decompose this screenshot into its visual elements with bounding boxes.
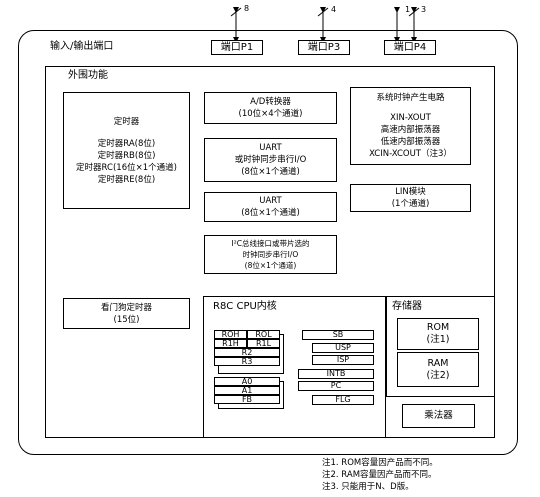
reg-pc: PC xyxy=(298,381,374,391)
note-2: 注2. RAM容量因产品而不同。 xyxy=(322,470,437,480)
i2c-box: I²C总线接口或带片选的 时钟同步串行I/O (8位×1个通道) xyxy=(204,235,337,274)
multiplier-label: 乘法器 xyxy=(424,410,453,421)
reg-sb: SB xyxy=(302,330,374,340)
lin-spec: (1个通道) xyxy=(391,199,430,209)
uart-sync-spec: (8位×1个通道) xyxy=(241,167,300,177)
timer-rc: 定时器RC(16位×1个通道) xyxy=(76,162,177,173)
reg-a0: A0 xyxy=(214,377,280,386)
bus-arrows xyxy=(230,7,420,43)
clock-high-speed-osc: 高速内部振荡器 xyxy=(380,125,441,135)
note-3: 注3. 只能用于N、D版。 xyxy=(322,482,414,492)
p4-bus-slash xyxy=(408,7,420,17)
reg-a1: A1 xyxy=(214,386,280,395)
p4-bus-width-a: 1 xyxy=(405,5,411,14)
lin-box: LIN模块 (1个通道) xyxy=(350,184,471,212)
clock-title: 系统时钟产生电路 xyxy=(376,93,445,103)
reg-flg: FLG xyxy=(312,395,374,405)
p3-bus-width: 4 xyxy=(331,5,337,14)
uart-sync-box: UART 或时钟同步串行I/O (8位×1个通道) xyxy=(204,138,337,182)
memory-title: 存储器 xyxy=(392,301,422,312)
port-p1: 端口P1 xyxy=(211,40,263,55)
p1-bus-slash xyxy=(230,7,242,17)
uart-box: UART (8位×1个通道) xyxy=(204,192,337,222)
clock-low-speed-osc: 低速内部振荡器 xyxy=(380,137,441,147)
clock-xin-xout: XIN-XOUT xyxy=(390,113,431,123)
rom-title: ROM xyxy=(426,322,450,333)
timers-title: 定时器 xyxy=(113,116,140,127)
watchdog-spec: (15位) xyxy=(113,314,140,325)
io-ports-label: 输入/输出端口 xyxy=(50,41,114,52)
timers-box: 定时器 定时器RA(8位) 定时器RB(8位) 定时器RC(16位×1个通道) … xyxy=(63,92,190,209)
chip-outline xyxy=(18,30,518,455)
adc-box: A/D转换器 (10位×4个通道) xyxy=(204,92,337,124)
uart-spec: (8位×1个通道) xyxy=(241,208,300,218)
ram-title: RAM xyxy=(427,357,449,369)
cpu-core-title: R8C CPU内核 xyxy=(213,301,277,312)
reg-rol: ROL xyxy=(247,330,280,339)
reg-usp: USP xyxy=(312,343,374,353)
rom-note: (注1) xyxy=(426,334,450,345)
ram-box: RAM (注2) xyxy=(397,352,479,387)
reg-r1h: R1H xyxy=(214,339,247,348)
clock-box: 系统时钟产生电路 XIN-XOUT 高速内部振荡器 低速内部振荡器 XCIN-X… xyxy=(350,87,471,165)
p1-bus-width: 8 xyxy=(244,4,250,13)
reg-fb: FB xyxy=(214,395,280,404)
adc-spec: (10位×4个通道) xyxy=(238,109,303,119)
peripheral-title: 外围功能 xyxy=(68,70,108,81)
reg-roh: ROH xyxy=(214,330,247,339)
reg-r1l: R1L xyxy=(247,339,280,348)
p4-bus-width-b: 3 xyxy=(421,5,427,14)
ram-note: (注2) xyxy=(426,369,450,381)
uart-sync-title: UART xyxy=(259,143,282,153)
reg-intb: INTB xyxy=(298,369,374,379)
p3-bus-slash xyxy=(317,7,329,17)
rom-box: ROM (注1) xyxy=(397,318,479,350)
port-p4: 端口P4 xyxy=(384,40,436,55)
uart-sync-desc: 或时钟同步串行I/O xyxy=(234,155,307,165)
watchdog-box: 看门狗定时器 (15位) xyxy=(63,298,190,329)
uart-title: UART xyxy=(259,196,282,206)
reg-isp: ISP xyxy=(312,355,374,365)
port-p3: 端口P3 xyxy=(298,40,350,55)
watchdog-title: 看门狗定时器 xyxy=(100,302,152,313)
i2c-spec: (8位×1个通道) xyxy=(244,261,297,270)
reg-r3: R3 xyxy=(214,357,280,366)
adc-title: A/D转换器 xyxy=(250,97,291,107)
timer-re: 定时器RE(8位) xyxy=(97,174,156,185)
clock-xcin-xcout: XCIN-XCOUT（注3） xyxy=(369,149,452,159)
timer-rb: 定时器RB(8位) xyxy=(97,150,156,161)
multiplier-box: 乘法器 xyxy=(402,404,475,428)
reg-r2: R2 xyxy=(214,348,280,357)
i2c-desc: 时钟同步串行I/O xyxy=(242,250,299,259)
lin-title: LIN模块 xyxy=(395,187,426,197)
timer-ra: 定时器RA(8位) xyxy=(97,138,156,149)
note-1: 注1. ROM容量因产品而不同。 xyxy=(322,458,438,468)
i2c-title: I²C总线接口或带片选的 xyxy=(231,239,310,248)
